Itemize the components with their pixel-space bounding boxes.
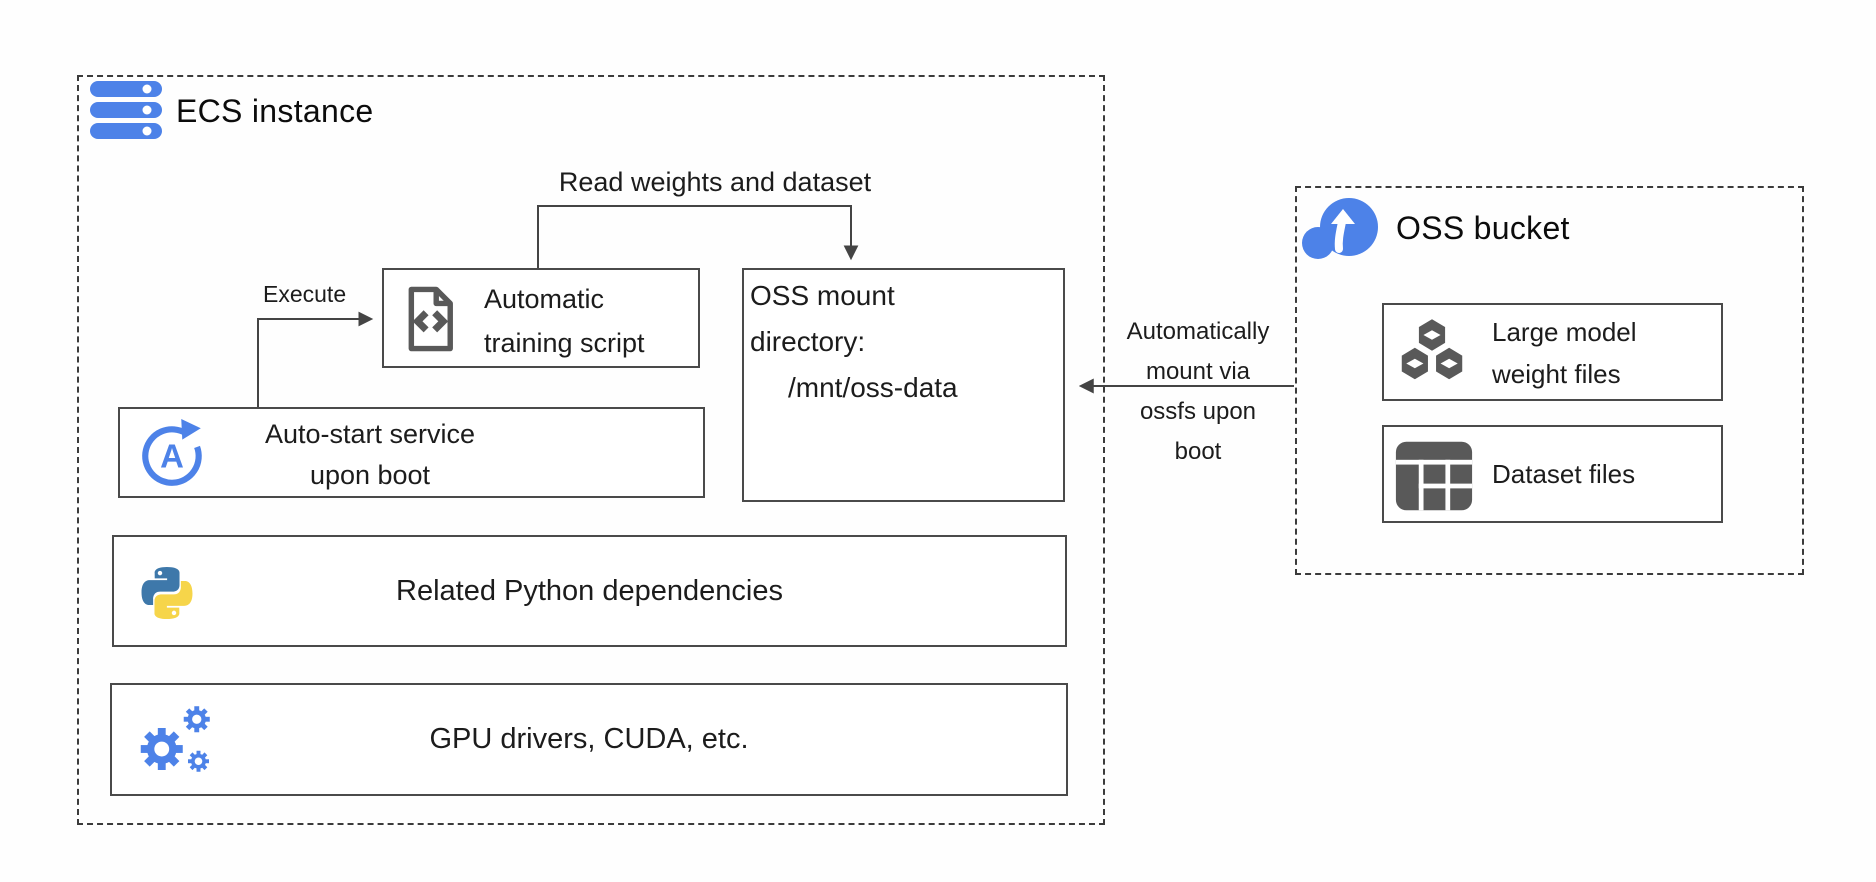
training-script-line1: Automatic (484, 284, 605, 314)
python-deps-box: Related Python dependencies (112, 535, 1067, 647)
model-weights-line1: Large model (1492, 317, 1637, 347)
autostart-service-box: A Auto-start service upon boot (118, 407, 705, 498)
mount-label: Automatically mount via ossfs upon boot (1098, 312, 1298, 472)
autostart-line2: upon boot (309, 460, 431, 490)
execute-label: Execute (263, 281, 347, 307)
gears-icon (140, 706, 210, 772)
gpu-drivers-label: GPU drivers, CUDA, etc. (429, 723, 749, 755)
training-script-box: Automatic training script (382, 268, 700, 368)
python-logo-icon (141, 566, 193, 620)
autostart-line1: Auto-start service (264, 419, 476, 449)
oss-mount-box: OSS mount directory: /mnt/oss-data (742, 268, 1065, 502)
mount-label-line3: ossfs upon (1139, 398, 1257, 425)
mount-label-line4: boot (1174, 438, 1222, 465)
gpu-drivers-box: GPU drivers, CUDA, etc. (110, 683, 1068, 796)
cloud-upload-icon (1302, 198, 1378, 259)
mount-label-line2: mount via (1145, 358, 1251, 385)
oss-mount-path: /mnt/oss-data (788, 372, 958, 403)
ecs-instance-container (77, 75, 1105, 825)
cubes-icon (1399, 316, 1465, 382)
oss-bucket-container (1295, 186, 1804, 575)
server-stack-icon (90, 81, 162, 139)
training-script-label: Automatic training script (484, 277, 645, 365)
svg-text:A: A (160, 437, 184, 474)
dataset-files-label: Dataset files (1492, 459, 1636, 489)
code-file-icon (408, 286, 453, 352)
table-icon (1395, 441, 1473, 511)
oss-title: OSS bucket (1396, 210, 1570, 246)
auto-restart-icon: A (142, 419, 202, 486)
autostart-label: Auto-start service upon boot (150, 414, 590, 496)
oss-mount-line2: directory: (750, 326, 866, 357)
model-weights-line2: weight files (1492, 359, 1621, 389)
dataset-files-box: Dataset files (1382, 425, 1723, 523)
training-script-line2: training script (484, 328, 645, 358)
model-weights-label: Large model weight files (1492, 311, 1637, 395)
mount-label-line1: Automatically (1126, 318, 1270, 345)
ecs-title: ECS instance (176, 93, 374, 129)
read-weights-label: Read weights and dataset (558, 167, 872, 197)
python-deps-label: Related Python dependencies (396, 574, 783, 607)
model-weights-box: Large model weight files (1382, 303, 1723, 401)
oss-mount-line1: OSS mount (750, 280, 895, 311)
